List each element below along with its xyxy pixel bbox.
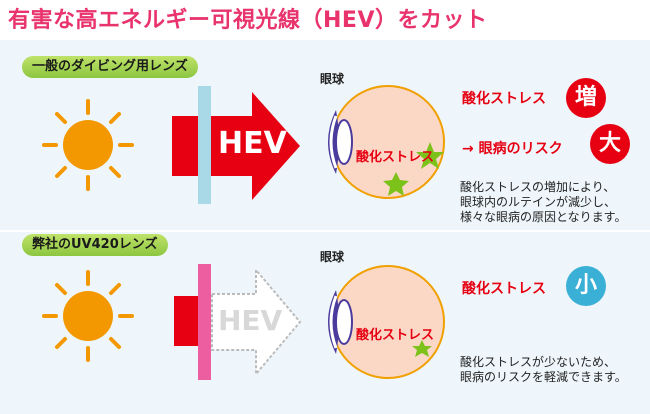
increase-badge: 増 bbox=[566, 78, 606, 118]
page-title: 有害な高エネルギー可視光線（HEV）をカット bbox=[8, 8, 488, 33]
risk-label: → 眼病のリスク bbox=[462, 141, 563, 157]
small-badge: 小 bbox=[566, 266, 606, 306]
hev-arrow-blocked bbox=[211, 268, 302, 376]
eyeball-diagram bbox=[328, 85, 445, 199]
large-badge: 大 bbox=[590, 124, 630, 164]
sun-icon bbox=[42, 270, 134, 362]
uv420-lens-note: 酸化ストレスが少ないため、 眼病のリスクを軽減できます。 bbox=[460, 355, 627, 384]
standard-lens-note: 酸化ストレスの増加により、 眼球内のルテインが減少し、 様々な眼病の原因となりま… bbox=[460, 180, 627, 224]
standard-lens bbox=[198, 86, 211, 204]
hev-arrow-text: HEV bbox=[218, 126, 287, 161]
eyeball-label: 眼球 bbox=[320, 250, 345, 264]
hev-blocked-text: HEV bbox=[218, 304, 283, 337]
stress-label: 酸化ストレス bbox=[462, 91, 546, 107]
uv420-lens bbox=[198, 264, 211, 380]
eyeball-label: 眼球 bbox=[320, 72, 345, 86]
sun-icon bbox=[42, 99, 134, 191]
inner-stress-text: 酸化ストレス bbox=[356, 328, 435, 343]
inner-stress-text: 酸化ストレス bbox=[356, 150, 435, 165]
standard-lens-label: 一般のダイビング用レンズ bbox=[22, 56, 198, 78]
stress-label: 酸化ストレス bbox=[462, 281, 546, 297]
eyeball-diagram bbox=[328, 265, 445, 379]
uv420-lens-label: 弊社のUV420レンズ bbox=[22, 234, 168, 256]
